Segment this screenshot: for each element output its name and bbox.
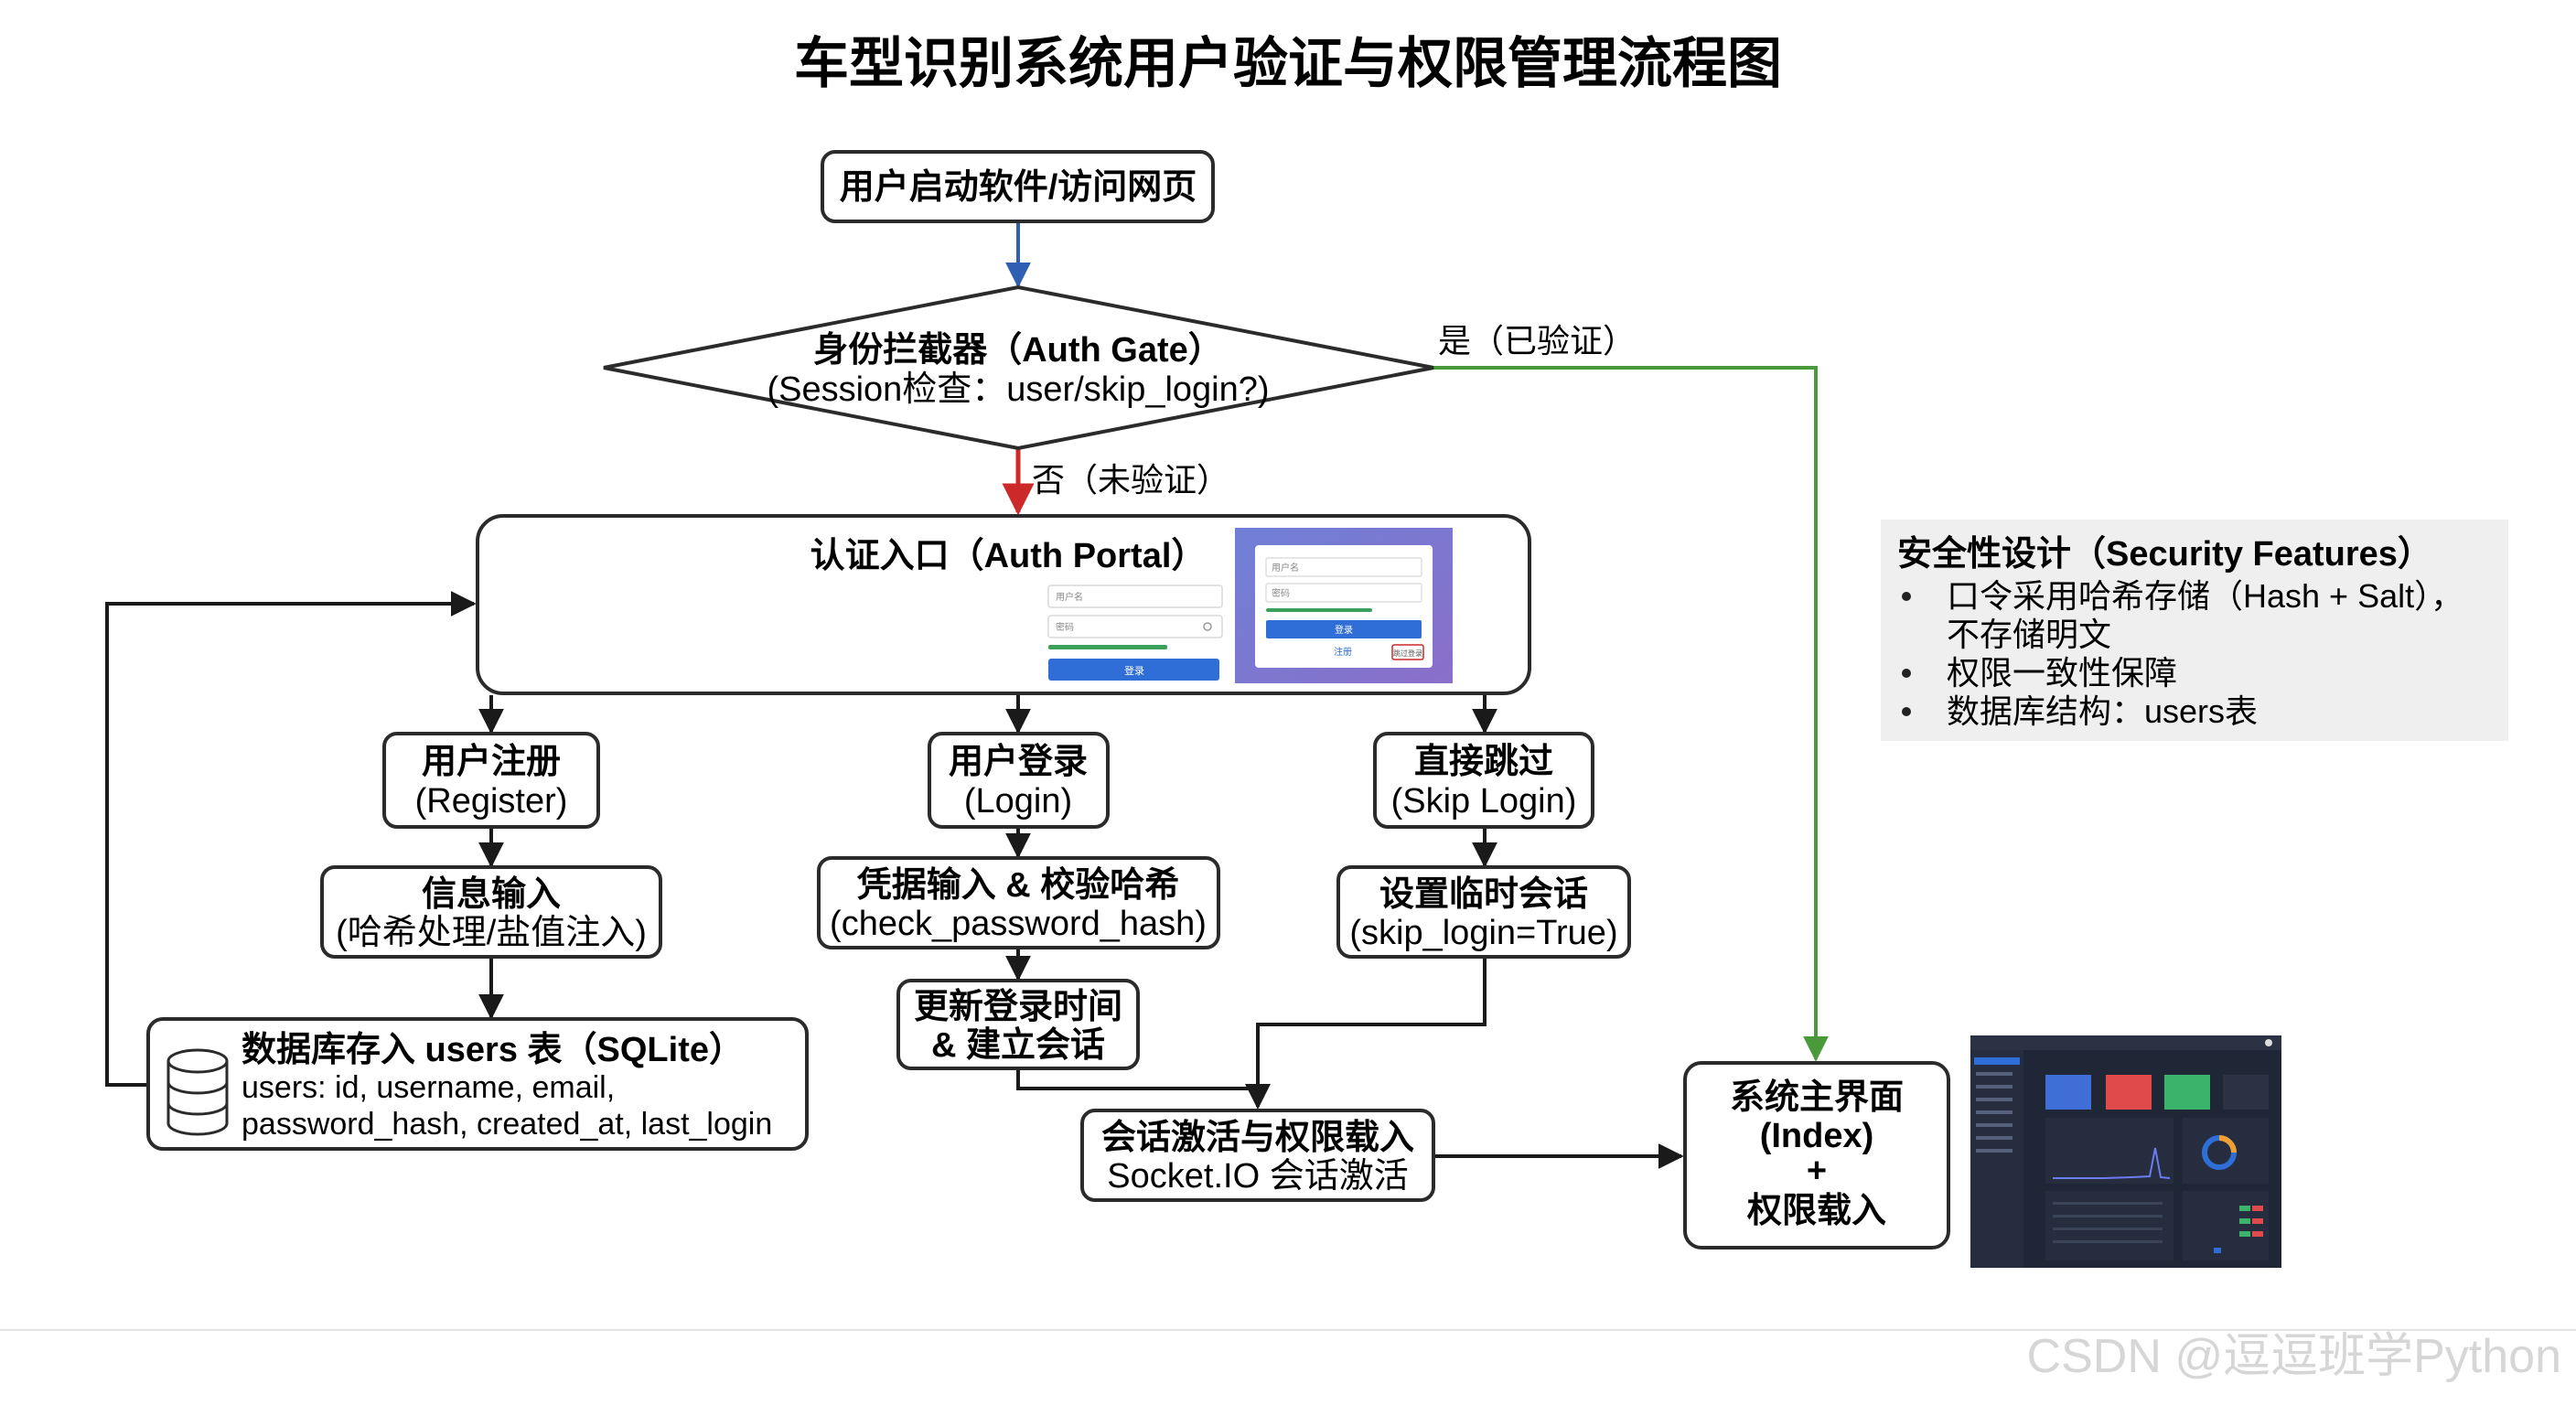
node-temp-session: 设置临时会话 (skip_login=True) [1336,865,1631,959]
node-session-line2: Socket.IO 会话激活 [1107,1157,1408,1196]
dashboard-thumbnail [1970,1035,2281,1268]
node-skip: 直接跳过 (Skip Login) [1373,732,1594,829]
security-title: 安全性设计（Security Features） [1897,534,2432,574]
mock-skip-link: 跳过登录 [1393,649,1422,658]
node-register-subtitle: (Register) [415,782,568,820]
node-login-subtitle: (Login) [964,782,1072,820]
node-register-title: 用户注册 [422,743,561,781]
edge-temp-to-session [1245,959,1487,1110]
node-skip-title: 直接跳过 [1414,743,1553,781]
watermark: CSDN @逗逗班学Python [2027,1330,2561,1383]
node-gate-title: 身份拦截器（Auth Gate） [813,331,1223,370]
node-database: 数据库存入 users 表（SQLite） users: id, usernam… [146,1017,809,1151]
security-item-1: 口令采用哈希存储（Hash + Salt）， [1947,577,2463,615]
security-item-2: 权限一致性保障 [1947,654,2177,692]
mock-login-form-left: 用户名 密码 登录 [1047,585,1223,681]
database-icon [166,1048,229,1136]
node-gate-subtitle: (Session检查：user/skip_login?) [767,370,1269,409]
mock-register-link: 注册 [1334,646,1352,658]
security-panel: 安全性设计（Security Features） 口令采用哈希存储（Hash +… [1881,520,2508,741]
node-register: 用户注册 (Register) [382,732,600,829]
mock-password-left: 密码 [1056,621,1074,633]
node-update-line1: 更新登录时间 [914,988,1122,1026]
node-update-line2: & 建立会话 [931,1026,1105,1065]
eye-icon [1203,622,1212,631]
node-session-line1: 会话激活与权限载入 [1101,1119,1414,1157]
edge-update-to-session [1016,1070,1271,1110]
edge-label-yes: 是（已验证） [1438,322,1636,359]
node-login-title: 用户登录 [949,743,1088,781]
node-index-line3: + [1807,1152,1827,1190]
node-db-line1: users: id, username, email, [242,1070,615,1105]
node-login: 用户登录 (Login) [928,732,1110,829]
bullet-icon [1902,669,1911,678]
edges [105,223,1829,1169]
node-auth-gate: 身份拦截器（Auth Gate） (Session检查：user/skip_lo… [603,284,1434,451]
edge-label-no: 否（未验证） [1032,461,1229,499]
node-cred-title: 凭据输入 & 校验哈希 [857,866,1180,905]
node-temp-subtitle: (skip_login=True) [1349,914,1617,952]
node-start: 用户启动软件/访问网页 [821,150,1215,223]
close-icon [2265,1039,2272,1046]
security-item-1-cont: 不存储明文 [1947,616,2111,653]
node-skip-subtitle: (Skip Login) [1391,782,1577,820]
node-db-title: 数据库存入 users 表（SQLite） [242,1031,744,1069]
node-index: 系统主界面 (Index) + 权限载入 [1683,1061,1950,1249]
node-auth-portal: 认证入口（Auth Portal） 用户名 密码 登录 用户名 密码 登录 注册 [476,514,1531,695]
node-cred-subtitle: (check_password_hash) [830,905,1207,943]
mock-username-left: 用户名 [1056,591,1083,603]
edge-db-back-to-portal [105,591,477,1087]
node-credential-check: 凭据输入 & 校验哈希 (check_password_hash) [817,856,1220,949]
mock-login-btn-right: 登录 [1335,624,1353,636]
node-session-activate: 会话激活与权限载入 Socket.IO 会话激活 [1080,1109,1435,1202]
node-info-input: 信息输入 (哈希处理/盐值注入) [320,865,662,959]
mock-username-right: 用户名 [1272,562,1299,574]
page-title: 车型识别系统用户验证与权限管理流程图 [794,33,1782,94]
node-temp-title: 设置临时会话 [1379,875,1588,914]
bullet-icon [1902,592,1911,601]
mock-login-btn-left: 登录 [1124,664,1144,677]
node-info-title: 信息输入 [422,875,561,914]
node-index-line1: 系统主界面 [1730,1078,1904,1117]
node-update-login: 更新登录时间 & 建立会话 [896,979,1140,1070]
node-info-subtitle: (哈希处理/盐值注入) [336,914,647,952]
node-start-label: 用户启动软件/访问网页 [840,168,1197,207]
node-portal-title: 认证入口（Auth Portal） [810,537,1207,575]
node-index-line2: (Index) [1760,1117,1874,1155]
security-item-3: 数据库结构：users表 [1947,692,2258,730]
edge-gate-to-index [1433,366,1829,1062]
node-db-line2: password_hash, created_at, last_login [242,1107,772,1142]
mock-password-right: 密码 [1272,587,1290,599]
node-index-line4: 权限载入 [1746,1192,1886,1230]
mock-login-window: 用户名 密码 登录 注册 跳过登录 [1235,528,1453,683]
bullet-icon [1902,707,1911,716]
